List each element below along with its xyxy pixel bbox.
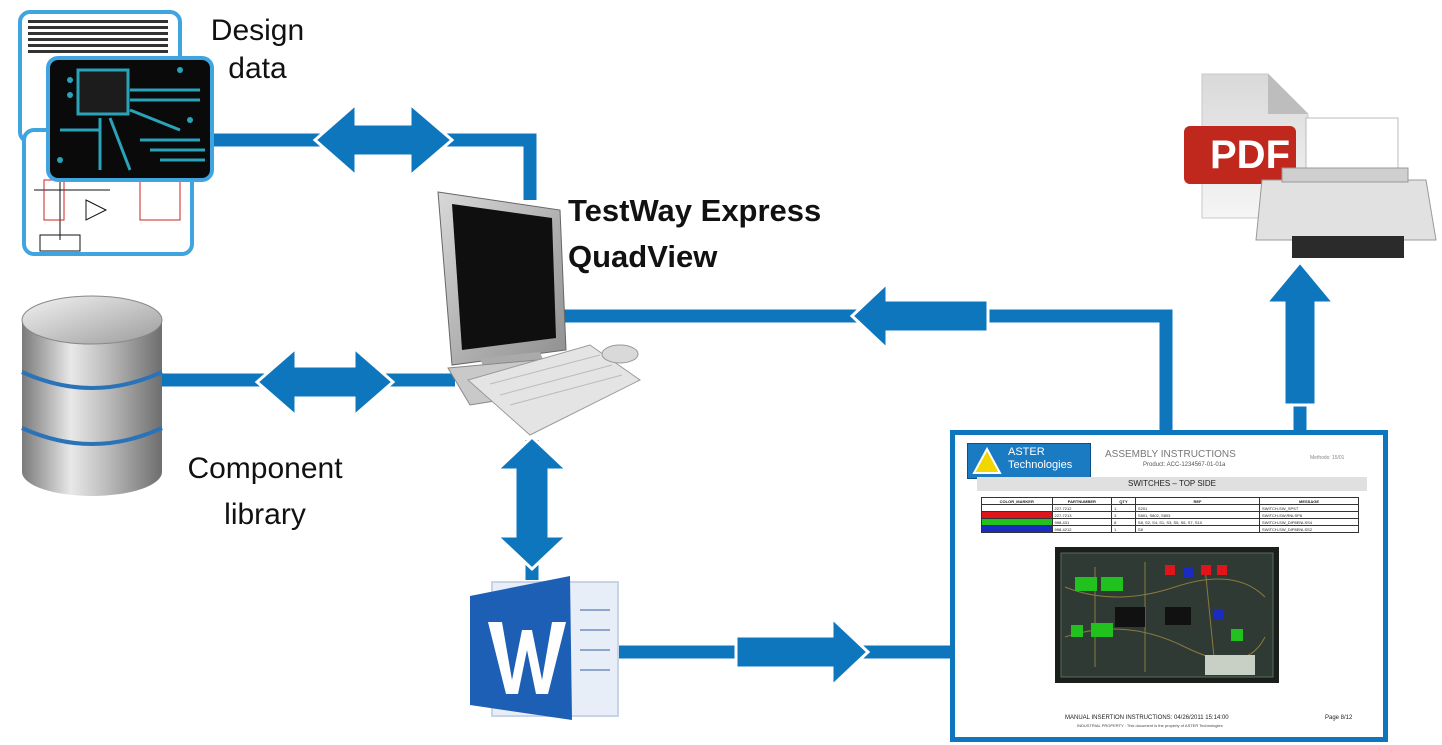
pdf-badge <box>1184 126 1296 184</box>
pcb-image <box>1055 547 1279 683</box>
app-label: TestWay Express QuadView <box>568 188 821 280</box>
bom-header: REF <box>1134 497 1261 505</box>
aster-logo-line1: ASTER <box>1008 446 1045 458</box>
right-arrow-word-icon <box>734 614 871 690</box>
doc-footer-note: INDUSTRIAL PROPERTY : This document is t… <box>1077 723 1223 728</box>
bom-header: PARTNUMBER <box>1051 497 1113 505</box>
pdf-printer-icon <box>1184 73 1437 258</box>
bom-cell-qty: 3 <box>1111 511 1136 519</box>
double-arrow-library-icon <box>254 344 396 420</box>
bom-cell-qty: 8 <box>1111 518 1136 526</box>
database-icon <box>21 295 163 496</box>
bom-cell-ref: S8, S2, S4, S1, S3, S5, S6, S7, S10 <box>1134 518 1261 526</box>
bom-cell-msg: SWITCH-SW_DIP8ENLSS4 <box>1259 518 1359 526</box>
bom-color-marker <box>981 511 1053 519</box>
bom-cell-qty: 1 <box>1111 504 1136 512</box>
component-library-label: Component library <box>170 446 360 538</box>
aster-logo-text: ASTER Technologies <box>1008 446 1072 472</box>
left-arrow-doc-icon <box>849 279 990 353</box>
bom-cell-part: 227-7212 <box>1051 504 1113 512</box>
bom-color-marker <box>981 504 1053 512</box>
doc-footer: MANUAL INSERTION INSTRUCTIONS: 04/26/201… <box>1065 715 1229 721</box>
doc-method: Methods: 15/01 <box>1310 455 1345 461</box>
bom-cell-qty: 1 <box>1111 525 1136 533</box>
bom-cell-part: 227-7213 <box>1051 511 1113 519</box>
bom-cell-part: 998-4212 <box>1051 525 1113 533</box>
bom-cell-part: 998-431 <box>1051 518 1113 526</box>
double-arrow-design-icon <box>312 100 455 180</box>
bom-header: COLOR_MARKER <box>981 497 1053 505</box>
bom-header: MESSAGE <box>1259 497 1359 505</box>
bom-cell-ref: S801, S802, S803 <box>1134 511 1261 519</box>
vertical-double-arrow-word-icon <box>493 434 571 572</box>
connector-doc-to-app <box>560 309 1173 430</box>
bom-table: COLOR_MARKER PARTNUMBER QTY REF MESSAGE … <box>981 497 1359 533</box>
arrows <box>254 100 1338 690</box>
computer-icon <box>437 191 641 436</box>
doc-section-title: SWITCHES – TOP SIDE <box>977 477 1367 491</box>
doc-subtitle: Product: ACC-1234567-01-01a <box>1143 462 1226 468</box>
component-library-label-line1: Component <box>187 452 343 485</box>
bom-cell-ref: S201 <box>1134 504 1261 512</box>
bom-cell-ref: S8 <box>1134 525 1261 533</box>
component-library-label-line2: library <box>224 498 306 531</box>
up-arrow-printer-icon <box>1262 259 1338 407</box>
pdf-text: PDF <box>1210 133 1290 177</box>
aster-logo: ASTER Technologies <box>967 443 1091 479</box>
assembly-document: ASTER Technologies ASSEMBLY INSTRUCTIONS… <box>950 430 1388 742</box>
word-icon <box>470 576 619 720</box>
bom-header: QTY <box>1111 497 1136 505</box>
design-data-label-line1: Design <box>210 14 305 47</box>
aster-logo-line2: Technologies <box>1008 459 1073 471</box>
design-data-label-line2: data <box>228 52 287 85</box>
bom-header-row: COLOR_MARKER PARTNUMBER QTY REF MESSAGE <box>981 497 1359 505</box>
doc-page-number: Page 8/12 <box>1325 715 1353 721</box>
design-data-label: Design data <box>205 12 310 88</box>
aster-logo-icon <box>972 446 1002 474</box>
app-label-line1: TestWay Express <box>568 193 822 228</box>
bom-cell-msg: SWITCH-SW_SPST <box>1259 504 1359 512</box>
bom-cell-msg: SWITCH-SW_DIP8ENLSS2 <box>1259 525 1359 533</box>
bom-cell-msg: SWITCH-SW,RNLSP8 <box>1259 511 1359 519</box>
design-data-icon <box>18 10 214 256</box>
app-label-line2: QuadView <box>568 239 718 274</box>
bom-color-marker <box>981 518 1053 526</box>
bom-color-marker <box>981 525 1053 533</box>
doc-title: ASSEMBLY INSTRUCTIONS <box>1105 449 1236 460</box>
